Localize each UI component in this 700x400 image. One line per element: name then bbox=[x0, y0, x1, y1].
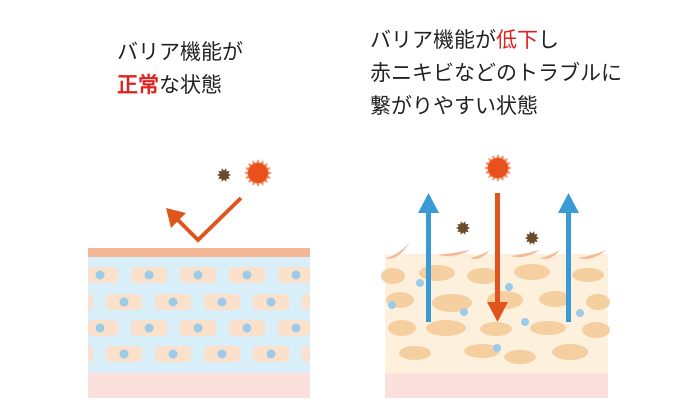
moisture-escape-arrow-left bbox=[418, 193, 439, 322]
skin-cell bbox=[88, 294, 93, 310]
cell-nucleus bbox=[291, 270, 301, 280]
moisture-escape-arrow-right bbox=[558, 193, 579, 322]
dermis-right bbox=[385, 373, 608, 398]
reflected-arrow bbox=[166, 196, 243, 243]
left-title: バリア機能が 正常な状態 bbox=[117, 36, 243, 102]
damaged-cell bbox=[399, 346, 431, 360]
moisture-droplet bbox=[388, 301, 396, 309]
cell-nucleus bbox=[144, 323, 154, 333]
cell-nucleus bbox=[193, 270, 203, 280]
cell-nucleus bbox=[217, 297, 227, 307]
skin-cell bbox=[302, 346, 310, 362]
moisture-droplet bbox=[521, 318, 529, 326]
right-title-line2: 赤ニキビなどのトラブルに bbox=[370, 61, 622, 85]
cell-nucleus bbox=[242, 323, 252, 333]
cell-nucleus bbox=[119, 349, 129, 359]
damaged-cell bbox=[464, 344, 500, 358]
right-title-highlight: 低下 bbox=[496, 28, 538, 52]
damaged-cell bbox=[539, 291, 571, 307]
skin-cell bbox=[88, 346, 93, 362]
damaged-cell bbox=[530, 321, 566, 335]
healthy-skin bbox=[88, 248, 310, 398]
damaged-cell bbox=[586, 294, 610, 310]
skin-cell bbox=[302, 294, 310, 310]
right-title-line1a: バリア機能が bbox=[370, 28, 496, 52]
damaged-cell bbox=[419, 265, 455, 281]
flaking-scale bbox=[438, 250, 470, 257]
moisture-droplet bbox=[576, 309, 584, 317]
flaking-scale bbox=[540, 250, 560, 259]
dust-icon bbox=[525, 231, 539, 245]
moisture-droplet bbox=[416, 279, 424, 287]
damaged-cell bbox=[426, 320, 466, 336]
sun-icon bbox=[484, 154, 512, 182]
cell-nucleus bbox=[168, 349, 178, 359]
cell-nucleus bbox=[266, 297, 276, 307]
damaged-cell bbox=[388, 320, 416, 336]
stratum-corneum bbox=[88, 248, 310, 257]
damaged-cell bbox=[480, 322, 512, 336]
cell-nucleus bbox=[168, 297, 178, 307]
flaking-scale bbox=[578, 250, 606, 259]
right-title-line3: 繋がりやすい状態 bbox=[370, 94, 538, 118]
cell-nucleus bbox=[217, 349, 227, 359]
dermis-left bbox=[88, 373, 310, 398]
left-title-line2: な状態 bbox=[159, 73, 222, 97]
damaged-cell bbox=[432, 294, 472, 312]
damaged-cell bbox=[582, 322, 610, 338]
cell-nucleus bbox=[242, 270, 252, 280]
damaged-cell bbox=[381, 268, 405, 284]
cell-nucleus bbox=[266, 349, 276, 359]
dust-icon bbox=[456, 221, 470, 235]
cell-nucleus bbox=[144, 270, 154, 280]
left-title-highlight: 正常 bbox=[117, 73, 159, 97]
damaged-cell bbox=[467, 268, 499, 284]
moisture-droplet bbox=[505, 283, 513, 291]
damaged-cell bbox=[572, 268, 604, 282]
sun-icon bbox=[244, 159, 272, 187]
dust-icon bbox=[217, 168, 231, 182]
flaking-scale bbox=[510, 250, 540, 258]
cell-nucleus bbox=[193, 323, 203, 333]
cell-nucleus bbox=[95, 323, 105, 333]
uv-penetration-arrow bbox=[487, 193, 508, 322]
cell-nucleus bbox=[119, 297, 129, 307]
cell-nucleus bbox=[291, 323, 301, 333]
damaged-cell bbox=[552, 344, 588, 360]
damaged-cell bbox=[514, 264, 550, 280]
moisture-droplet bbox=[493, 344, 501, 352]
moisture-droplet bbox=[460, 308, 468, 316]
right-title: バリア機能が低下し 赤ニキビなどのトラブルに 繋がりやすい状態 bbox=[370, 24, 622, 123]
flaking-scale bbox=[385, 242, 410, 259]
flaking-scale bbox=[470, 250, 490, 259]
right-title-line1b: し bbox=[538, 28, 559, 52]
cell-nucleus bbox=[95, 270, 105, 280]
left-title-line1: バリア機能が bbox=[117, 40, 243, 64]
damaged-cell bbox=[504, 350, 536, 364]
